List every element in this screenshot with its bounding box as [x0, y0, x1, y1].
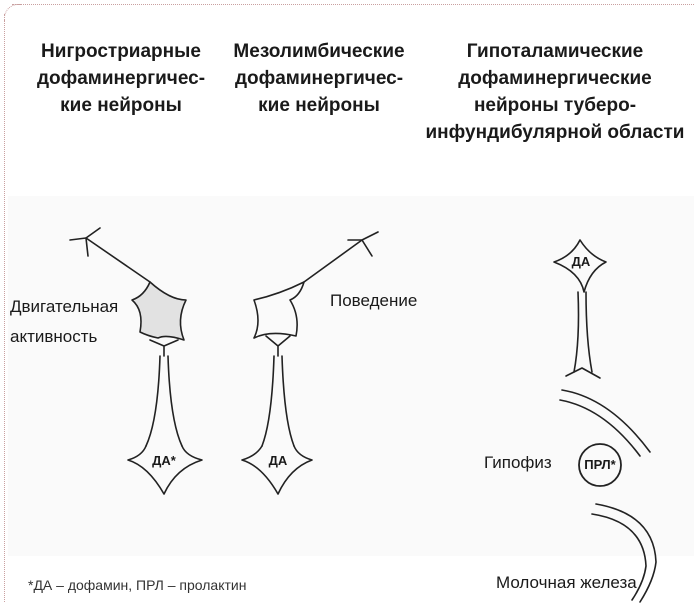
axon-lower-left — [146, 356, 160, 446]
axon-junction — [150, 340, 178, 356]
axon-upper — [86, 238, 150, 282]
soma-upper — [132, 282, 186, 340]
axon-lower-right — [282, 356, 294, 446]
label-mammary-gland: Молочная железа — [496, 572, 637, 594]
footnote: *ДА – дофамин, ПРЛ – пролактин — [28, 574, 246, 596]
mesolimbic-neuron — [242, 232, 378, 494]
label-motor-activity-line1: Двигательная — [10, 296, 118, 318]
axon-lower-left — [262, 356, 274, 446]
prl-star-marker: ПРЛ* — [584, 457, 616, 472]
axon-left — [574, 292, 579, 372]
axon-right — [586, 292, 592, 372]
axon-branch — [566, 368, 600, 378]
da-star-marker: ДА* — [152, 453, 177, 468]
label-pituitary: Гипофиз — [484, 452, 552, 474]
axon-lower-right — [168, 356, 182, 446]
axon-upper — [304, 240, 362, 282]
nigrostriatal-neuron — [70, 228, 202, 494]
dendrite-branch — [70, 228, 100, 256]
hypothalamic-neuron — [554, 240, 656, 602]
da-marker: ДА — [269, 453, 288, 468]
label-behavior: Поведение — [330, 290, 417, 312]
soma-upper — [254, 282, 304, 338]
label-motor-activity-line2: активность — [10, 326, 97, 348]
axon-junction — [266, 336, 290, 356]
da-hypothalamic-marker: ДА — [572, 254, 591, 269]
dendrite-branch — [348, 232, 378, 256]
pituitary-stalk-inner — [560, 400, 640, 456]
